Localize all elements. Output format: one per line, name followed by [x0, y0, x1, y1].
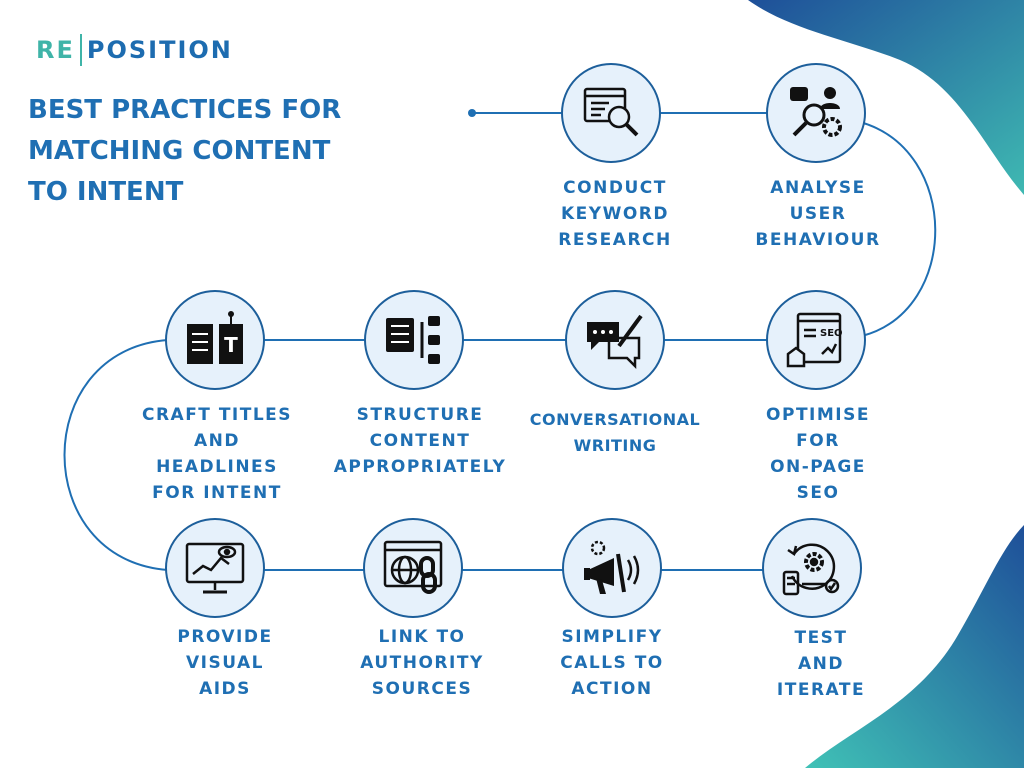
- step-10-node: [762, 518, 862, 618]
- step-1-node: [561, 63, 661, 163]
- step-1-label: CONDUCT KEYWORD RESEARCH: [558, 178, 672, 250]
- step-6-label: CRAFT TITLES AND HEADLINES FOR INTENT: [141, 405, 293, 503]
- test-iterate-icon: [782, 543, 840, 596]
- step-3-label: OPTIMISE FOR ON-PAGE SEO: [766, 405, 870, 503]
- monitor-eye-icon: [185, 542, 245, 594]
- brand-logo: RE POSITION: [36, 33, 233, 67]
- step-4-node: [565, 290, 665, 390]
- step-8-label: LINK TO AUTHORITY SOURCES: [360, 627, 484, 699]
- structure-icon: [386, 316, 440, 364]
- step-2-label: ANALYSE USER BEHAVIOUR: [755, 178, 881, 250]
- start-dot: [468, 109, 476, 117]
- user-behaviour-icon: [790, 87, 842, 137]
- chat-writing-icon: [587, 314, 643, 370]
- top-right-blob: [748, 0, 1024, 195]
- step-3-node: SEO: [766, 290, 866, 390]
- bottom-right-blob: [805, 525, 1024, 768]
- globe-link-icon: [383, 540, 443, 594]
- page-title: BEST PRACTICES FOR MATCHING CONTENT TO I…: [28, 95, 342, 207]
- brand-logo-right: POSITION: [86, 36, 233, 64]
- brand-logo-divider: [79, 34, 82, 66]
- step-2-node: [766, 63, 866, 163]
- keyword-research-icon: [583, 87, 639, 137]
- seo-page-icon: SEO: [786, 312, 843, 368]
- brand-logo-left: RE: [36, 36, 75, 64]
- step-8-node: [363, 518, 463, 618]
- titles-icon: T: [187, 311, 243, 364]
- step-7-label: PROVIDE VISUAL AIDS: [177, 627, 273, 699]
- step-5-node: [364, 290, 464, 390]
- step-10-label: TEST AND ITERATE: [776, 628, 866, 700]
- step-9-node: [562, 518, 662, 618]
- step-6-node: T: [165, 290, 265, 390]
- step-7-node: [165, 518, 265, 618]
- svg-text:T: T: [224, 333, 238, 357]
- svg-text:SEO: SEO: [820, 328, 843, 339]
- step-9-label: SIMPLIFY CALLS TO ACTION: [560, 627, 664, 699]
- step-5-label: STRUCTURE CONTENT APPROPRIATELY: [333, 405, 507, 477]
- step-4-label: CONVERSATIONAL WRITING: [529, 410, 701, 455]
- megaphone-icon: [584, 540, 640, 594]
